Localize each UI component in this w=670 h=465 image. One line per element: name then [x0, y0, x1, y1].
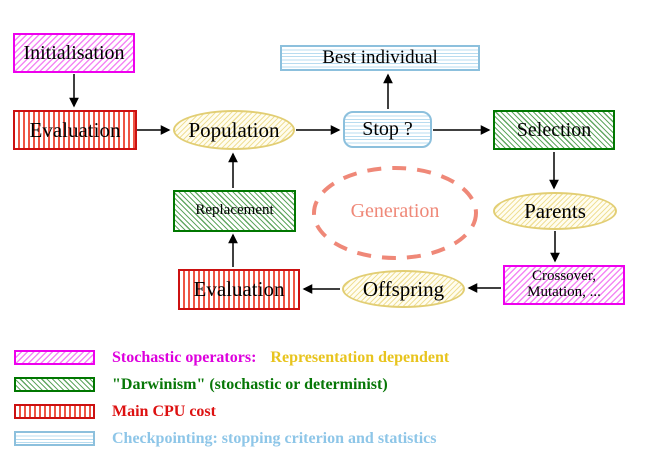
node-evaluation-bottom: Evaluation: [178, 269, 300, 310]
node-offspring: Offspring: [342, 270, 465, 308]
node-parents: Parents: [493, 192, 617, 230]
legend-swatch-stochastic-operators: [14, 350, 95, 365]
legend-row-checkpointing: Checkpointing: stopping criterion and st…: [112, 429, 436, 449]
node-replacement-label: Replacement: [195, 202, 274, 219]
legend-label-main-cpu-cost: Main CPU cost: [112, 403, 216, 420]
node-evaluation-top-label: Evaluation: [29, 117, 121, 142]
node-crossover-line2: Mutation, ...: [527, 284, 601, 300]
node-replacement: Replacement: [173, 190, 296, 232]
node-stop-label: Stop ?: [362, 118, 413, 140]
node-crossover-mutation: Crossover, Mutation, ...: [503, 265, 625, 305]
node-selection: Selection: [493, 110, 615, 150]
node-crossover-line1: Crossover,: [532, 268, 596, 285]
node-offspring-label: Offspring: [362, 276, 445, 301]
node-evaluation-top: Evaluation: [13, 110, 137, 150]
node-best-individual-label: Best individual: [322, 47, 438, 69]
node-initialisation-label: Initialisation: [23, 41, 125, 64]
node-parents-label: Parents: [524, 198, 586, 223]
legend-label-stochastic-operators: Stochastic operators:: [112, 349, 257, 366]
node-generation-label: Generation: [350, 200, 440, 222]
node-population: Population: [173, 110, 295, 150]
node-selection-label: Selection: [516, 118, 592, 141]
legend-swatch-darwinism: [14, 377, 95, 392]
legend-swatch-checkpointing: [14, 431, 95, 446]
legend-row-darwinism: "Darwinism" (stochastic or determinist): [112, 375, 388, 395]
legend-label-darwinism: "Darwinism" (stochastic or determinist): [112, 376, 388, 393]
legend-label-checkpointing: Checkpointing: stopping criterion and st…: [112, 430, 437, 447]
node-best-individual: Best individual: [280, 45, 480, 71]
legend-row-main-cpu-cost: Main CPU cost: [112, 402, 216, 422]
legend-row-stochastic-operators: Stochastic operators: Representation dep…: [112, 348, 449, 368]
node-population-label: Population: [188, 117, 280, 142]
legend-swatch-main-cpu-cost: [14, 404, 95, 419]
node-stop: Stop ?: [343, 111, 432, 148]
node-evaluation-bottom-label: Evaluation: [193, 277, 285, 302]
legend-label-representation-dependent: Representation dependent: [270, 349, 450, 366]
node-initialisation: Initialisation: [13, 33, 135, 73]
